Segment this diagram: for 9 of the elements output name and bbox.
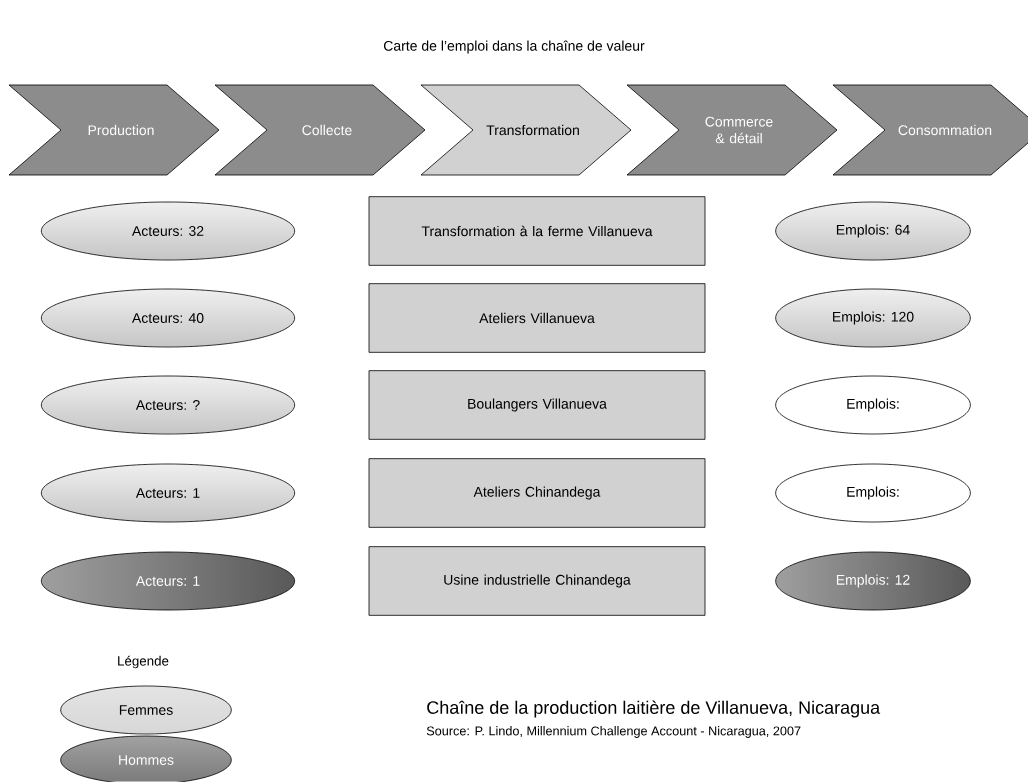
process-box: Ateliers Villanueva: [368, 283, 706, 353]
process-box: Boulangers Villanueva: [368, 370, 706, 440]
process-box: Transformation à la ferme Villanueva: [368, 196, 706, 266]
process-box: Ateliers Chinandega: [368, 458, 706, 528]
title: Carte de l’emploi dans la chaîne de valeur: [383, 40, 645, 54]
caption: Chaîne de la production laitière de Villanueva, Nicaragua: [427, 700, 881, 718]
legend-heading: Légende: [118, 655, 169, 669]
source-note: Source: P. Lindo, Millennium Challenge Account - Nicaragua, 2007: [426, 726, 801, 738]
process-box: Usine industrielle Chinandega: [368, 546, 706, 616]
